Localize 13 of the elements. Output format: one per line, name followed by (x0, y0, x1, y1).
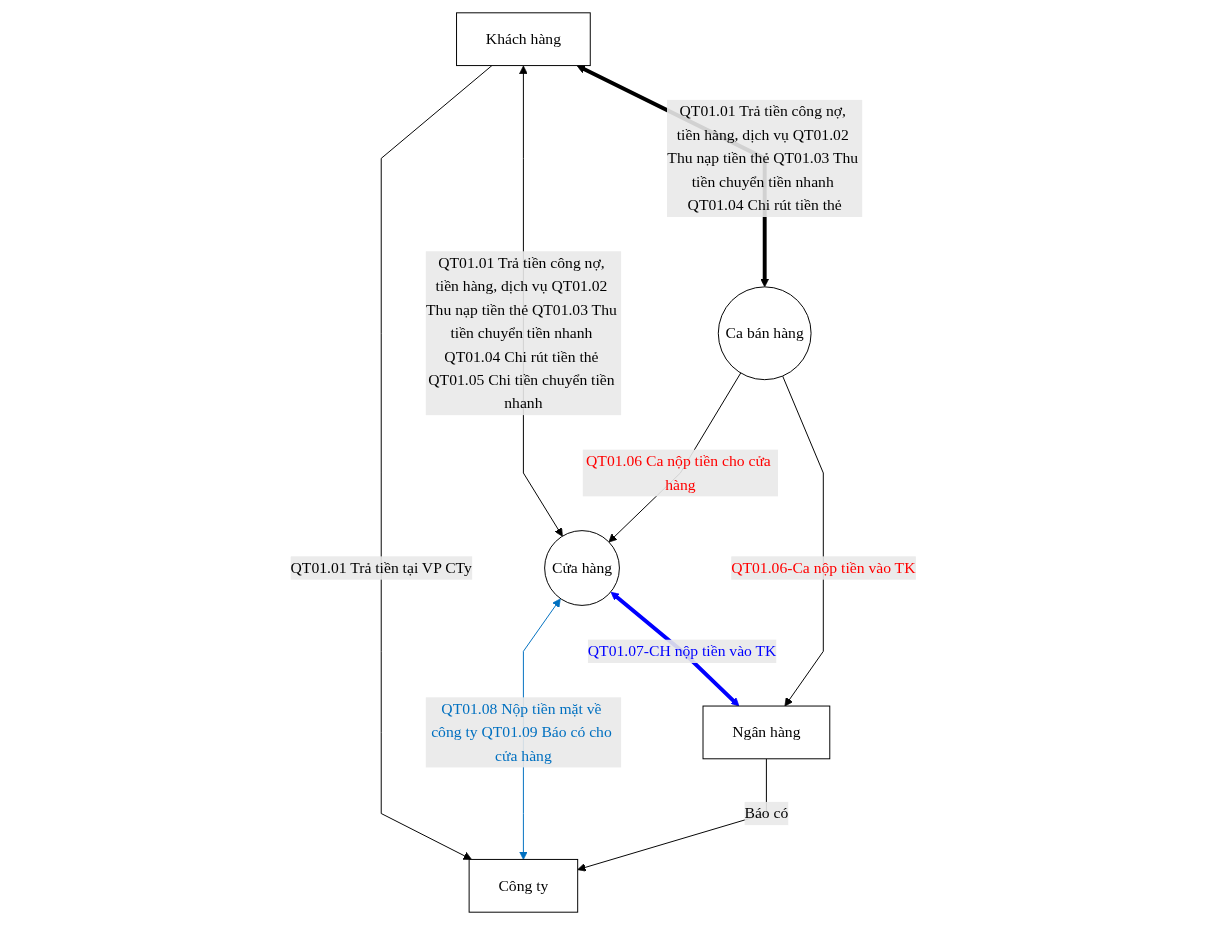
edge-label: QT01.01 Trả tiền công nợ, tiền hàng, dịch vụ QT01.02 Thu nạp tiền thẻ QT01.03 Thu tiền chuyển tiền nhanh QT01.04 Chi rút tiền thẻ QT01.05 Chi tiền chuyển tiền nhanh (425, 254, 617, 412)
edge-label: QT01.08 Nộp tiền mặt về công ty QT01.09 Báo có cho cửa hàng (430, 700, 612, 764)
edge-label: QT01.06-Ca nộp tiền vào TK (730, 559, 915, 576)
node-box: Ngân hàng (702, 705, 830, 760)
edge-label: QT01.06 Ca nộp tiền cho cửa hàng (585, 452, 771, 493)
edge-label: Báo có (743, 804, 788, 822)
node-box: Công ty (468, 858, 578, 913)
node-circle: Cửa hàng (543, 530, 620, 606)
node-circle: Ca bán hàng (717, 286, 812, 381)
edge-label: QT01.07-CH nộp tiền vào TK (587, 642, 776, 660)
edge-label: QT01.01 Trả tiền công nợ, tiền hàng, dịch vụ QT01.02 Thu nạp tiền thẻ QT01.03 Thu tiền chuyển tiền nhanh QT01.04 Chi rút tiền thẻ (666, 102, 858, 214)
edge-label: QT01.01 Trả tiền tại VP CTy (290, 559, 472, 576)
node-box: Khách hàng (455, 12, 591, 67)
